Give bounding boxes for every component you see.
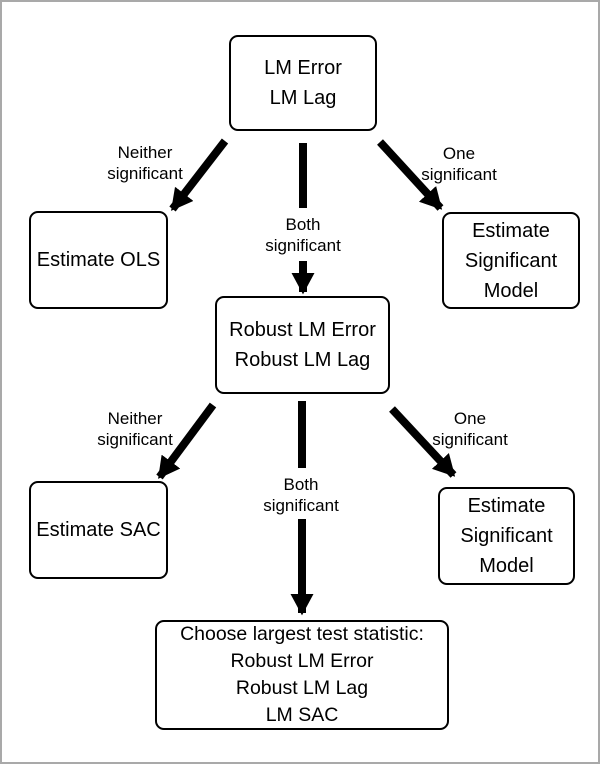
edge-label-neither-significant-2: Neither significant: [97, 409, 173, 449]
arrow-lm-to-estimate-ols: [169, 138, 229, 212]
node-estimate-significant-model-2: Estimate Significant Model: [438, 487, 575, 585]
edge-label-one-significant-1: One significant: [421, 144, 497, 184]
node-choose-largest-test-statistic: Choose largest test statistic: Robust LM…: [155, 620, 449, 730]
edge-label-one-significant-2: One significant: [432, 409, 508, 449]
edge-label-both-significant-2: Both significant: [263, 475, 339, 515]
node-lm-error-lm-lag: LM Error LM Lag: [229, 35, 377, 131]
edge-label-neither-significant-1: Neither significant: [107, 143, 183, 183]
arrow-robust-to-estimate-sac: [156, 402, 217, 480]
node-estimate-sac: Estimate SAC: [29, 481, 168, 579]
edge-label-both-significant-1: Both significant: [265, 215, 341, 255]
node-estimate-ols: Estimate OLS: [29, 211, 168, 309]
node-robust-lm-error-lag: Robust LM Error Robust LM Lag: [215, 296, 390, 394]
node-estimate-significant-model-1: Estimate Significant Model: [442, 212, 580, 309]
arrow-robust-to-significant-model-2: [389, 406, 457, 478]
arrow-lm-to-significant-model-1: [377, 139, 444, 211]
